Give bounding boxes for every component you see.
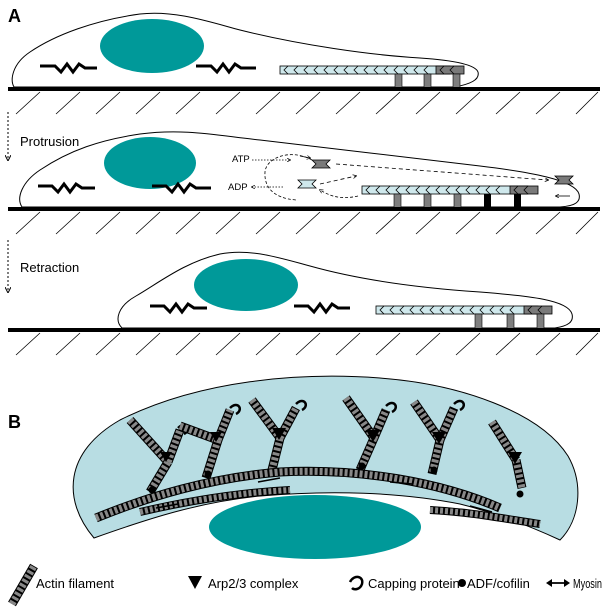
label-atp: ATP <box>232 154 250 165</box>
recycling-arrow <box>299 156 310 158</box>
filament-branch <box>342 395 397 472</box>
transport-arrow <box>319 176 356 185</box>
panel-b-label: B <box>8 412 21 432</box>
step-retraction: Retraction <box>20 260 79 275</box>
label-adp: ADP <box>228 182 248 193</box>
recycling-arrow <box>264 154 313 201</box>
adhesion-site <box>474 313 483 331</box>
substrate-3 <box>8 328 600 356</box>
adhesion-site <box>506 313 515 331</box>
cell-3-membrane <box>117 251 573 329</box>
myosin-minifilament <box>150 301 207 315</box>
myosin-minifilament <box>294 301 350 315</box>
legend-capping: Capping protein <box>348 575 460 591</box>
filament-branch <box>178 403 241 480</box>
actin-filament-bundle <box>279 65 465 75</box>
legend: Actin filament Arp2/3 complex Capping pr… <box>8 563 602 607</box>
transport-arrow <box>335 163 548 180</box>
adhesion-site <box>536 313 545 331</box>
cell-2: ATP ADP <box>19 131 580 211</box>
substrate-1 <box>8 87 600 115</box>
myosin-minifilament <box>38 181 95 195</box>
cell-3-nucleus <box>194 259 298 311</box>
legend-arp: Arp2/3 complex <box>188 576 299 591</box>
cofilin-icon <box>458 579 466 587</box>
dendritic-network <box>94 395 541 528</box>
nascent-adhesion <box>514 194 521 208</box>
cell-1-nucleus <box>100 19 204 73</box>
legend-myosin-label: Myosin <box>573 576 602 591</box>
filament-branch <box>488 419 527 498</box>
free-actin-monomer <box>554 175 574 185</box>
legend-cofilin: ADF/cofilin <box>458 576 530 591</box>
arp23-icon <box>188 576 202 589</box>
nascent-adhesion <box>484 194 491 208</box>
myosin-minifilament <box>152 181 211 195</box>
legend-capping-label: Capping protein <box>368 576 460 591</box>
legend-arp-label: Arp2/3 complex <box>208 576 299 591</box>
filament-branch <box>126 416 189 495</box>
myosin-motors <box>155 477 493 513</box>
substrate-2 <box>8 207 600 235</box>
lamella-nucleus <box>209 495 421 559</box>
cell-1 <box>11 12 479 91</box>
legend-actin-label: Actin filament <box>36 576 114 591</box>
legend-cofilin-label: ADF/cofilin <box>467 576 530 591</box>
myosin-minifilament <box>196 61 256 75</box>
filament-branch <box>248 397 307 472</box>
actin-filament-bundle <box>361 185 539 195</box>
cell-2-membrane <box>19 131 580 208</box>
actin-filament-bundle <box>375 305 553 315</box>
cell-1-membrane <box>11 12 479 88</box>
free-actin-monomer <box>311 159 331 169</box>
return-arrow <box>320 190 359 198</box>
filament-branch <box>410 399 465 476</box>
legend-actin: Actin filament <box>8 563 114 607</box>
free-actin-monomer <box>297 179 317 189</box>
cell-2-nucleus <box>104 137 196 189</box>
legend-myosin: Myosin <box>546 576 602 591</box>
step-protrusion: Protrusion <box>20 134 79 149</box>
capping-protein-icon <box>348 575 364 591</box>
cell-3 <box>117 251 573 331</box>
myosin-minifilament <box>40 61 97 75</box>
panel-a-label: A <box>8 6 21 26</box>
